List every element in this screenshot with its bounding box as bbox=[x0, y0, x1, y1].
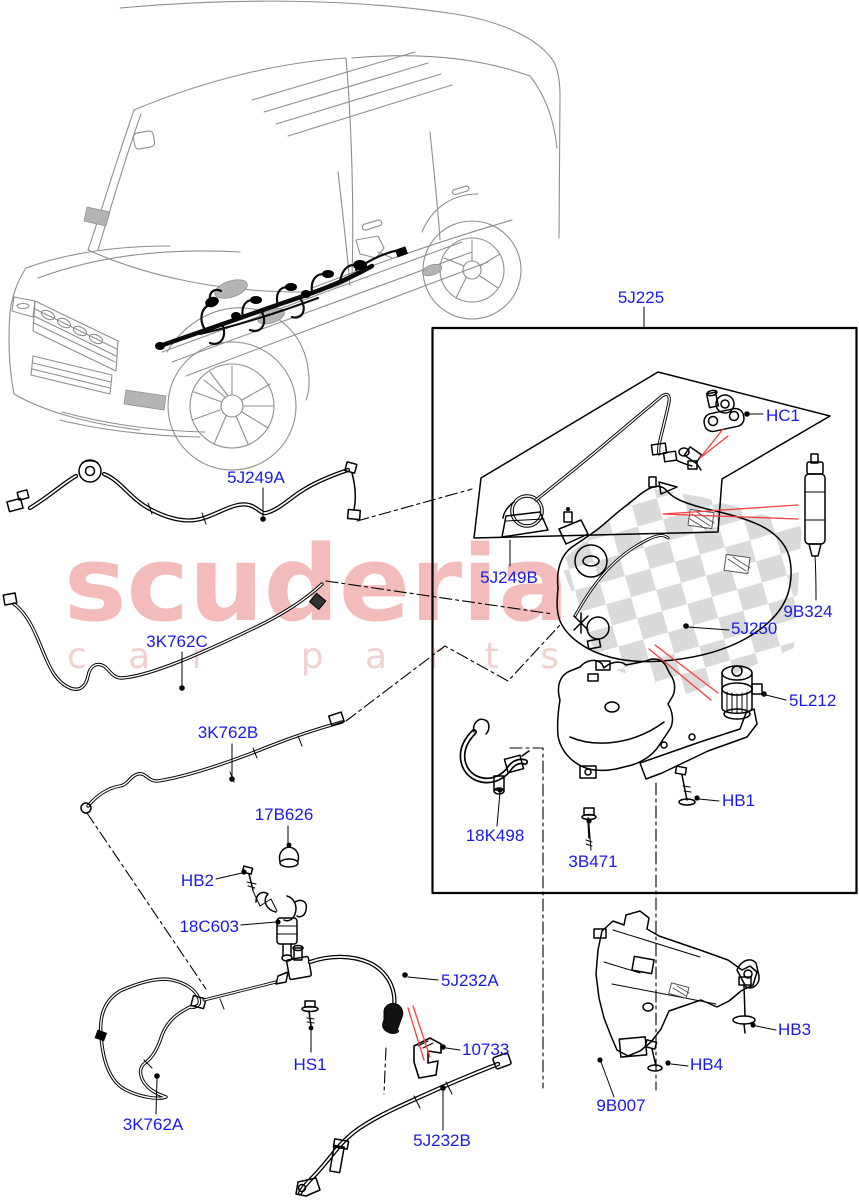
door-handle bbox=[361, 219, 383, 231]
part-HC1-sensor-bracket bbox=[678, 389, 745, 471]
part-5J232A-hose-assembly bbox=[202, 944, 404, 1034]
part-number-labels: 5J225 5J249A 5J249B HC1 9B324 5J250 5L21… bbox=[123, 288, 837, 1150]
label-5J250[interactable]: 5J250 bbox=[731, 619, 777, 638]
checker-flag-watermark bbox=[560, 488, 802, 694]
part-HB1-bolt bbox=[674, 765, 696, 806]
part-9B007-bracket bbox=[593, 910, 760, 1072]
label-5J225[interactable]: 5J225 bbox=[618, 288, 664, 307]
label-5J249B[interactable]: 5J249B bbox=[480, 568, 538, 587]
label-9B324[interactable]: 9B324 bbox=[783, 602, 832, 621]
part-5J249B-fuel-line bbox=[501, 392, 698, 538]
rear-wheel bbox=[421, 193, 522, 320]
vehicle-illustration bbox=[8, 0, 561, 471]
red-pointer-arrows bbox=[407, 428, 799, 1061]
exploded-view-reference-lines bbox=[86, 488, 657, 1095]
heater-mounting-bracket bbox=[556, 658, 758, 780]
part-HB3-bolt bbox=[732, 976, 756, 1034]
headlight bbox=[11, 296, 36, 318]
label-HC1[interactable]: HC1 bbox=[766, 406, 800, 425]
part-3K762C-fuel-pipe bbox=[2, 582, 327, 691]
part-5L212-pump bbox=[721, 665, 763, 720]
label-5J249A[interactable]: 5J249A bbox=[227, 468, 285, 487]
fog-lamp bbox=[123, 389, 167, 411]
part-9B324-standpipe bbox=[804, 453, 826, 601]
label-3K762C[interactable]: 3K762C bbox=[146, 632, 207, 651]
part-HB4-bolt bbox=[644, 1039, 663, 1072]
label-18K498[interactable]: 18K498 bbox=[466, 826, 525, 845]
label-HB4[interactable]: HB4 bbox=[690, 1055, 723, 1074]
part-17B626-grommet bbox=[278, 842, 300, 868]
left-mirror bbox=[132, 130, 156, 150]
part-5J250-heater-tank bbox=[556, 476, 792, 663]
part-18K498-hose bbox=[463, 718, 530, 795]
label-18C603[interactable]: 18C603 bbox=[179, 917, 239, 936]
label-3B471[interactable]: 3B471 bbox=[568, 852, 617, 871]
label-HB2[interactable]: HB2 bbox=[181, 871, 214, 890]
label-HS1[interactable]: HS1 bbox=[293, 1055, 326, 1074]
hood-vent bbox=[83, 206, 111, 227]
label-10733[interactable]: 10733 bbox=[462, 1040, 509, 1059]
label-HB1[interactable]: HB1 bbox=[722, 791, 755, 810]
watermark-text-brand: scuderia bbox=[64, 523, 569, 645]
part-5J232B-hose bbox=[295, 1052, 512, 1197]
label-5J232A[interactable]: 5J232A bbox=[441, 971, 499, 990]
label-5L212[interactable]: 5L212 bbox=[789, 691, 836, 710]
kit-box-5J225 bbox=[431, 326, 858, 895]
body-harness bbox=[155, 246, 409, 350]
part-10733-connector bbox=[413, 1037, 442, 1079]
label-3K762A[interactable]: 3K762A bbox=[123, 1115, 184, 1134]
part-18C603-pump bbox=[255, 891, 308, 962]
watermark: scuderia car parts bbox=[64, 488, 802, 694]
watermark-text-tagline: car parts bbox=[67, 636, 559, 677]
door-handle-rear bbox=[451, 185, 470, 196]
part-5J249A-fuel-line bbox=[6, 459, 362, 525]
side-mirror bbox=[355, 235, 393, 259]
part-3K762A-fuel-pipe bbox=[94, 977, 207, 1100]
label-5J232B[interactable]: 5J232B bbox=[413, 1131, 471, 1150]
part-HB2-bolt bbox=[241, 865, 278, 912]
label-HB3[interactable]: HB3 bbox=[778, 1020, 811, 1039]
label-leader-lines bbox=[154, 306, 787, 1131]
label-17B626[interactable]: 17B626 bbox=[255, 805, 314, 824]
part-HS1-bolt bbox=[301, 1000, 319, 1027]
label-3K762B[interactable]: 3K762B bbox=[198, 723, 259, 742]
label-9B007[interactable]: 9B007 bbox=[596, 1096, 645, 1115]
front-wheel bbox=[166, 307, 310, 471]
